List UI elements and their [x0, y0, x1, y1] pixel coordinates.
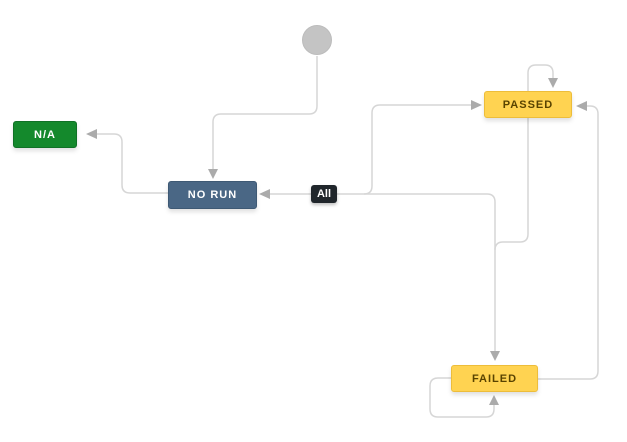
arrowhead-into-na: [86, 129, 97, 139]
transition-label-all[interactable]: All: [311, 185, 337, 203]
edge-all-to-norun-and-norun-to-failed: [270, 193, 496, 351]
edge-failed-self-loop: [429, 377, 495, 418]
transition-label-all-text: All: [316, 188, 332, 200]
edge-norun-to-na: [97, 133, 172, 194]
edge-passed-self-loop: [527, 64, 554, 91]
initial-state-circle[interactable]: [302, 25, 332, 55]
status-no-run[interactable]: NO RUN: [168, 181, 257, 209]
edge-start-to-norun: [212, 56, 318, 169]
arrowhead-into-failed-bottom: [489, 395, 499, 405]
edge-norun-to-passed: [363, 104, 471, 195]
arrowhead-into-passed-right: [576, 101, 587, 111]
status-na-label: N/A: [34, 128, 56, 141]
status-passed-label: PASSED: [502, 98, 554, 111]
edge-passed-to-failed: [494, 118, 529, 251]
arrowhead-into-norun-right: [259, 189, 270, 199]
arrowhead-into-failed-top: [490, 351, 500, 361]
arrowhead-into-passed-left: [471, 100, 482, 110]
arrowhead-into-passed-top: [548, 78, 558, 88]
status-no-run-label: NO RUN: [187, 189, 238, 201]
status-passed[interactable]: PASSED: [484, 91, 572, 118]
status-failed-label: FAILED: [471, 372, 518, 385]
status-failed[interactable]: FAILED: [451, 365, 538, 392]
status-na[interactable]: N/A: [13, 121, 77, 148]
edge-failed-to-passed: [538, 105, 599, 380]
arrowhead-into-norun-top: [208, 169, 218, 179]
